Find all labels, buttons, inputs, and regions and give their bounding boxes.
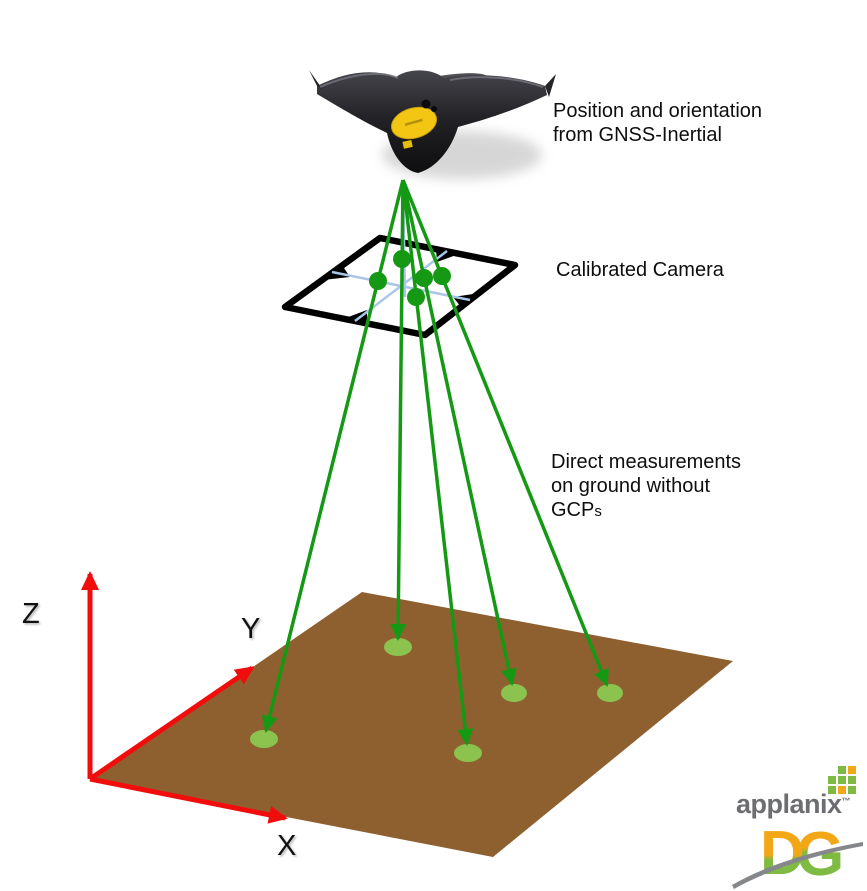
left-wingtip-fin [309,70,323,90]
camera-frame [281,234,519,339]
dg-letter-d: D [760,819,805,888]
wing-highlight [449,76,544,88]
ray [401,179,517,686]
ground-point [454,744,482,762]
ray [261,179,405,733]
coordinate-axes [81,571,288,824]
trademark-symbol: ™ [841,796,851,806]
gcp-text: GCP [551,499,595,521]
decal-text-mark [404,118,423,126]
ground-caption-line2: on ground without [551,475,711,497]
right-wingtip-fin [545,74,556,97]
wing-highlight [319,72,399,88]
x-axis-arrow [89,776,288,824]
x-axis-label: X [277,830,297,862]
applanix-logo: applanix™ [736,766,862,819]
frame-wedge [343,310,367,323]
applanix-wordmark: applanix™ [736,789,851,819]
image-point [407,288,425,306]
ground-caption-line1: Direct measurements [551,451,742,473]
camera-lens-icon [431,106,437,112]
ground-caption: Direct measurements on ground without GC… [551,450,741,524]
gcp-small-s: s [594,503,602,520]
image-point [433,267,451,285]
drone-yellow-chip [402,140,413,149]
dg-swoosh [732,842,863,889]
drone-caption: Position and orientation from GNSS-Inert… [553,99,762,147]
y-axis-arrow [88,665,255,782]
dg-logo: G D [732,819,863,889]
ground-point [250,730,278,748]
ground-point [501,684,527,702]
camera-caption-text: Calibrated Camera [556,259,724,281]
ground-caption-line3: GCPs [551,498,741,524]
frame-wedge [436,249,459,262]
drone [309,70,556,179]
applanix-barchart-icon [828,766,858,796]
ground-point [384,638,412,656]
z-axis-label: Z [22,598,40,630]
ground-point-markers [250,638,623,762]
camera-caption: Calibrated Camera [556,258,724,282]
y-axis-label: Y [241,613,261,645]
image-point [415,269,433,287]
image-point [393,250,411,268]
image-points [369,250,451,306]
ground-point [597,684,623,702]
ray [390,179,407,641]
image-point [369,272,387,290]
ray [401,179,609,687]
drone-caption-line1: Position and orientation [553,100,763,122]
ground-plane [90,592,733,857]
camera-lens-icon [421,99,431,109]
drone-caption-line2: from GNSS-Inertial [553,124,722,146]
ray [401,179,474,746]
